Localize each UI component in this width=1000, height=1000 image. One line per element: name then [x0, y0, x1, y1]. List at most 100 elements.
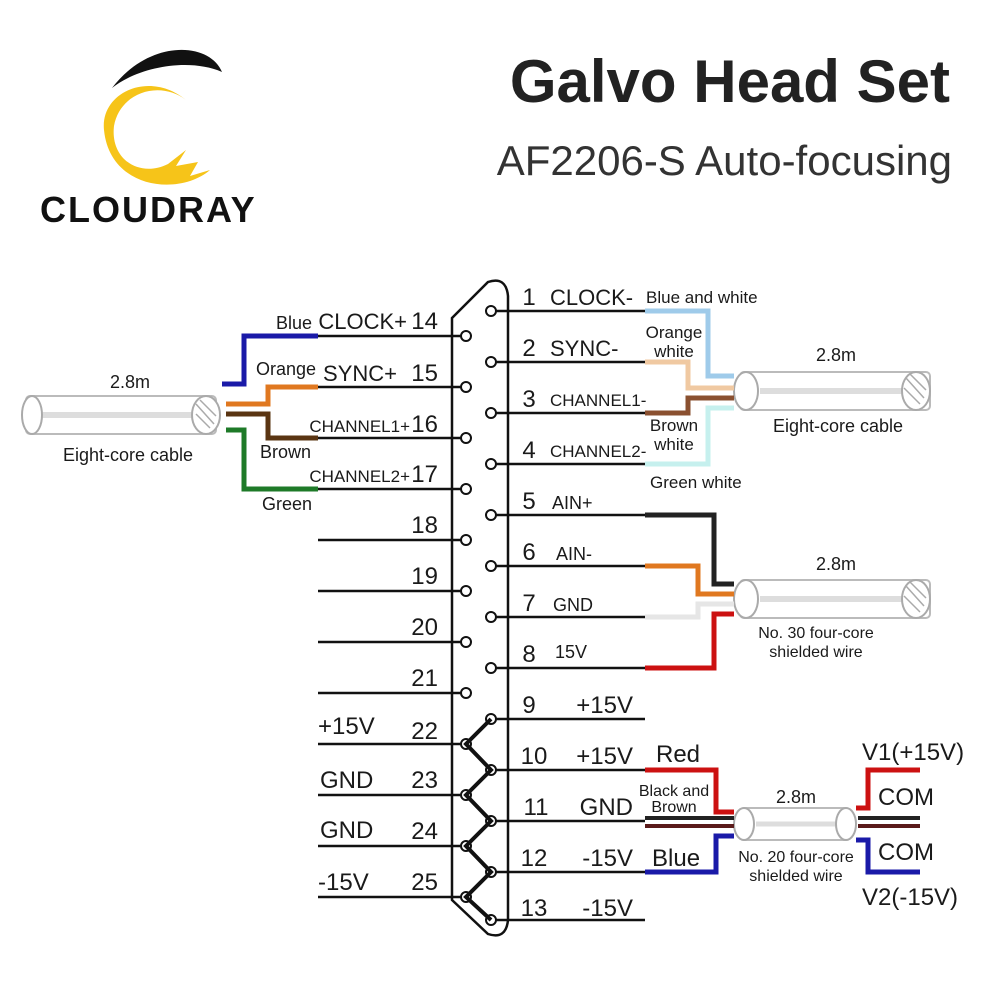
cable-end	[733, 579, 759, 619]
pin-12: 12 -15V	[485, 845, 645, 878]
terminal-com1: COM	[878, 784, 934, 811]
pin-11: 11 GND	[485, 794, 645, 827]
pin-number: 11	[524, 794, 549, 821]
wire-label-green-white: Green white	[650, 473, 742, 492]
pin-number: 17	[411, 461, 438, 488]
power-cable: 2.8m No. 20 four-core shielded wire Red …	[639, 739, 964, 911]
cloudray-logo: CLOUDRAY	[40, 49, 257, 230]
power-jumper	[463, 717, 494, 922]
cable-length: 2.8m	[816, 345, 856, 365]
pin-signal: 15V	[555, 642, 587, 662]
pin-signal: CLOCK+	[318, 309, 407, 334]
pin-number: 8	[522, 641, 535, 668]
wire-label-orange-white-1: Orange	[646, 323, 703, 342]
logo-yellow-arc	[103, 85, 210, 185]
pin-signal: +15V	[576, 743, 633, 770]
terminal-v2: V2(-15V)	[862, 884, 958, 911]
cable-length: 2.8m	[776, 787, 816, 807]
db25-connector-shell	[450, 279, 510, 937]
pin-signal: CLOCK-	[550, 285, 633, 310]
pin-number: 20	[411, 614, 438, 641]
page-title: Galvo Head Set	[510, 48, 950, 115]
pin-2: 2 SYNC-	[485, 335, 645, 368]
pin-number: 16	[411, 411, 438, 438]
pin-signal: CHANNEL1-	[550, 391, 646, 410]
pin-number: 24	[411, 818, 438, 845]
logo-black-arc	[112, 49, 222, 88]
pin-number: 14	[411, 308, 438, 335]
right-pins: 1 CLOCK- 2 SYNC- 3 CHANNEL1- 4 CHANNEL2-…	[485, 284, 646, 926]
wire-label-green: Green	[262, 494, 312, 514]
pin-number: 25	[411, 869, 438, 896]
cable-end	[733, 807, 755, 841]
pin-signal: CHANNEL1+	[309, 417, 410, 436]
left-pins: 14 CLOCK+ 15 SYNC+ 16 CHANNEL1+ 17 CHANN…	[309, 308, 472, 903]
pin-number: 19	[411, 563, 438, 590]
pin-number: 9	[522, 692, 535, 719]
terminal-v1: V1(+15V)	[862, 739, 964, 766]
pin-signal: AIN-	[556, 544, 592, 564]
wire-orange	[645, 563, 734, 597]
pin-13: 13 -15V	[485, 895, 645, 926]
cable-type-line1: No. 30 four-core	[758, 625, 874, 642]
pin-number: 2	[522, 335, 535, 362]
wire-label-brown: Brown	[260, 442, 311, 462]
pin-signal: SYNC-	[550, 336, 618, 361]
cable-type-line2: shielded wire	[769, 644, 862, 661]
wire-label-red: Red	[656, 741, 700, 768]
pin-6: 6 AIN-	[485, 539, 645, 572]
pin-15: 15 SYNC+	[318, 360, 472, 393]
pin-5: 5 AIN+	[485, 488, 645, 521]
cable-type: Eight-core cable	[773, 416, 903, 436]
pin-7: 7 GND	[485, 590, 645, 623]
pin-23: 23 GND	[318, 767, 472, 801]
pin-signal: -15V	[582, 845, 633, 872]
pin-signal: -15V	[582, 895, 633, 922]
pin-9: 9 +15V	[485, 692, 645, 725]
cable-length: 2.8m	[110, 372, 150, 392]
pin-25: 25 -15V	[318, 869, 472, 903]
pin-number: 13	[521, 895, 548, 922]
wire-blue-white	[645, 308, 734, 379]
pin-number: 15	[411, 360, 438, 387]
wire-orange	[226, 384, 318, 407]
cable-length: 2.8m	[816, 554, 856, 574]
wire-label-brown-white-1: Brown	[650, 416, 698, 435]
pin-signal: +15V	[318, 713, 375, 740]
pin-signal: CHANNEL2+	[309, 467, 410, 486]
brand-name: CLOUDRAY	[40, 189, 257, 230]
wire-label-brown-white-2: white	[653, 435, 694, 454]
pin-number: 4	[522, 437, 535, 464]
pin-number: 1	[522, 284, 535, 311]
pin-signal: GND	[580, 794, 633, 821]
pin-number: 5	[522, 488, 535, 515]
wire-brown-white	[645, 395, 734, 416]
wire-green-white	[645, 405, 734, 467]
cable-type: Eight-core cable	[63, 445, 193, 465]
wire-v1	[856, 767, 920, 811]
wire-red	[645, 767, 734, 815]
pin-number: 21	[411, 665, 438, 692]
wire-white	[645, 601, 734, 620]
wire-label-black-brown-1: Black and	[639, 783, 709, 800]
pin-signal: GND	[320, 767, 373, 794]
pin-18: 18	[318, 512, 472, 546]
wire-blue	[222, 333, 318, 387]
page-subtitle: AF2206-S Auto-focusing	[497, 137, 952, 184]
right-cable-1: 2.8m Eight-core cable Blue and white Ora…	[645, 288, 931, 492]
wire-v2	[856, 837, 920, 875]
pin-signal: GND	[320, 817, 373, 844]
pin-16: 16 CHANNEL1+	[309, 411, 472, 444]
left-cable: 2.8m Eight-core cable Blue Orange Brown …	[21, 313, 318, 514]
wire-red	[645, 611, 734, 671]
pin-21: 21	[318, 665, 472, 699]
pin-signal: CHANNEL2-	[550, 442, 646, 461]
pin-19: 19	[318, 563, 472, 597]
pin-number: 10	[521, 743, 548, 770]
pin-number: 18	[411, 512, 438, 539]
pin-22: 22 +15V	[318, 713, 472, 750]
pin-number: 7	[522, 590, 535, 617]
wire-label-orange: Orange	[256, 359, 316, 379]
